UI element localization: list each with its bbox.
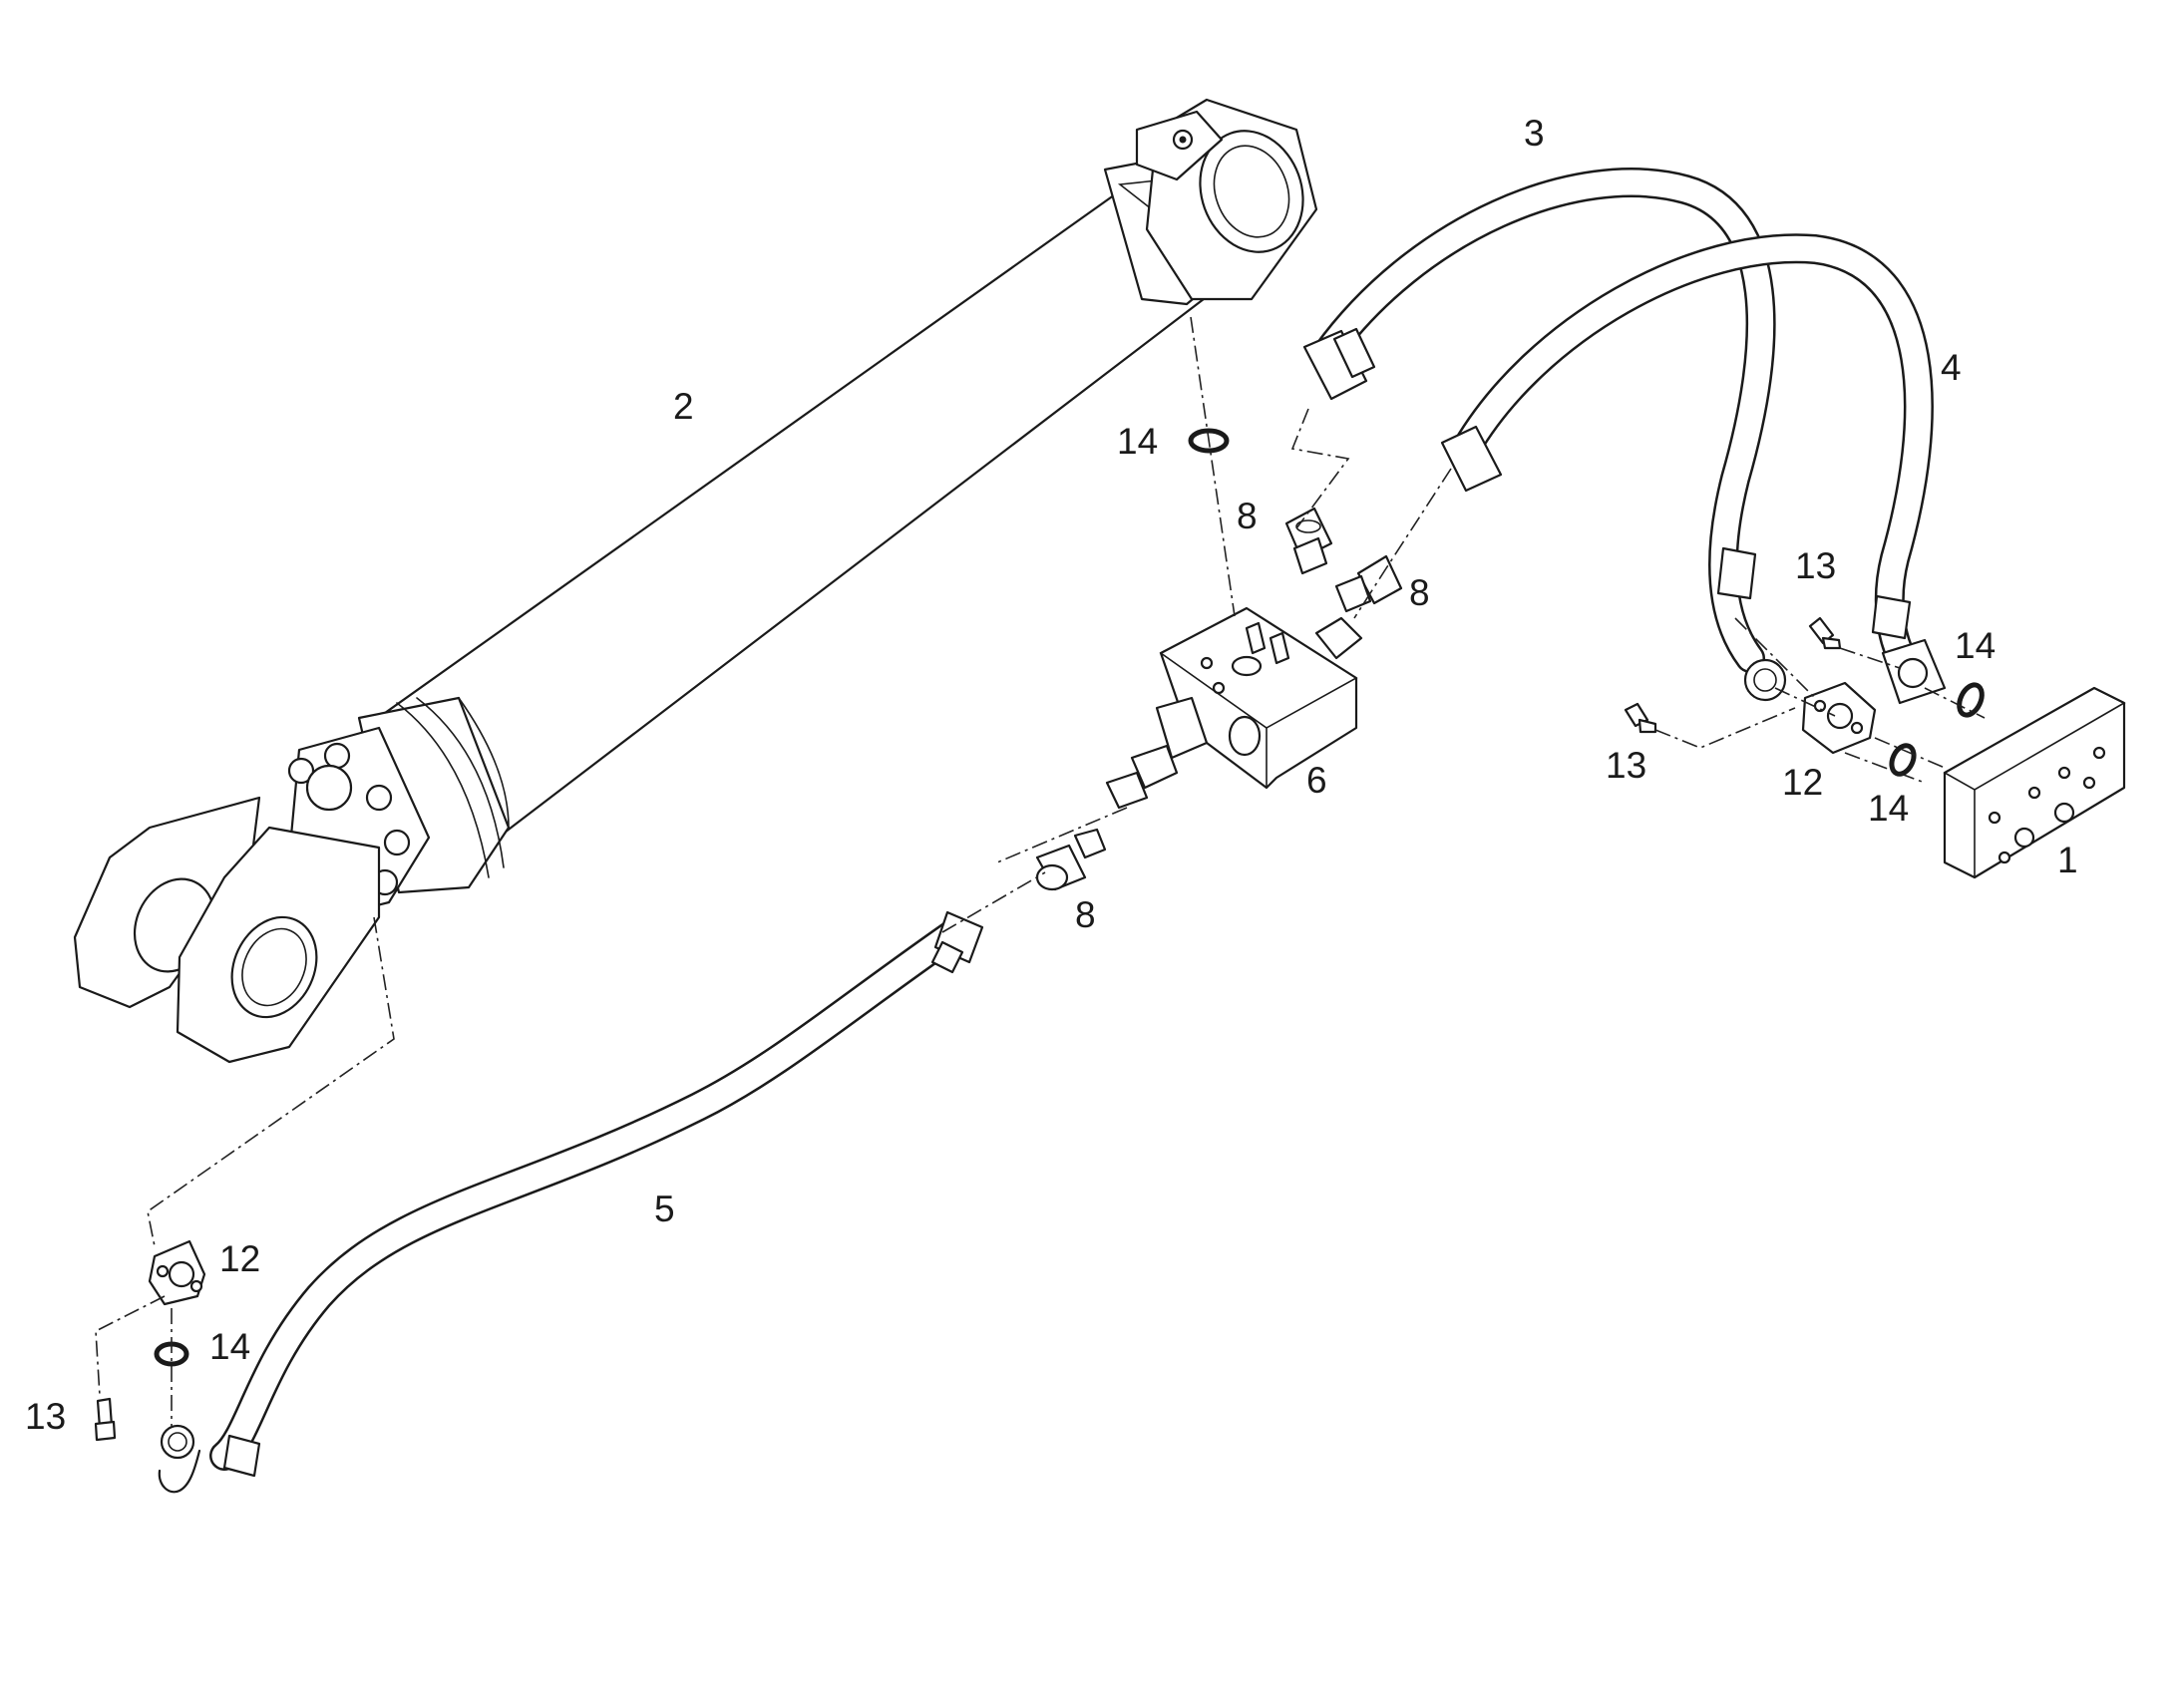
callout-12-a: 12 xyxy=(1782,762,1823,803)
screw-13-c xyxy=(94,1397,117,1442)
callout-3: 3 xyxy=(1524,113,1545,154)
callout-2: 2 xyxy=(673,386,694,427)
o-ring-14-c xyxy=(1889,743,1917,777)
callout-13-b: 13 xyxy=(1606,745,1646,786)
callout-8-a: 8 xyxy=(1237,496,1258,536)
callout-14-d: 14 xyxy=(209,1326,250,1367)
callout-13-c: 13 xyxy=(25,1396,66,1437)
adapter-fitting-8-b xyxy=(1334,554,1403,613)
valve-block xyxy=(1105,606,1363,810)
callout-1: 1 xyxy=(2057,840,2078,880)
callout-14-b: 14 xyxy=(1955,625,1996,666)
callout-14-a: 14 xyxy=(1117,421,1158,462)
callout-12-b: 12 xyxy=(219,1238,260,1279)
adapter-fitting-8-a xyxy=(1284,507,1333,575)
split-flange-12-a xyxy=(1801,681,1877,755)
callout-5: 5 xyxy=(654,1189,675,1229)
screw-13-a xyxy=(1808,616,1842,650)
hose-3 xyxy=(1302,168,1787,702)
o-ring-14-a xyxy=(1188,428,1230,454)
hose-5 xyxy=(158,910,984,1494)
hydraulic-cylinder xyxy=(73,98,1318,1064)
manifold-plate xyxy=(1943,686,2126,879)
screw-13-b xyxy=(1624,702,1657,734)
callout-6: 6 xyxy=(1306,760,1327,801)
assembly-leader-lines xyxy=(95,316,1986,1426)
hose-4 xyxy=(1440,233,1947,705)
adapter-fitting-8-c xyxy=(1035,828,1107,891)
o-ring-14-b xyxy=(1957,682,1985,718)
callout-13-a: 13 xyxy=(1795,545,1836,586)
callout-14-c: 14 xyxy=(1868,788,1909,829)
callout-8-b: 8 xyxy=(1409,572,1430,613)
callout-8-c: 8 xyxy=(1075,894,1096,935)
callout-4: 4 xyxy=(1941,347,1962,388)
split-flange-12-b xyxy=(148,1239,206,1306)
